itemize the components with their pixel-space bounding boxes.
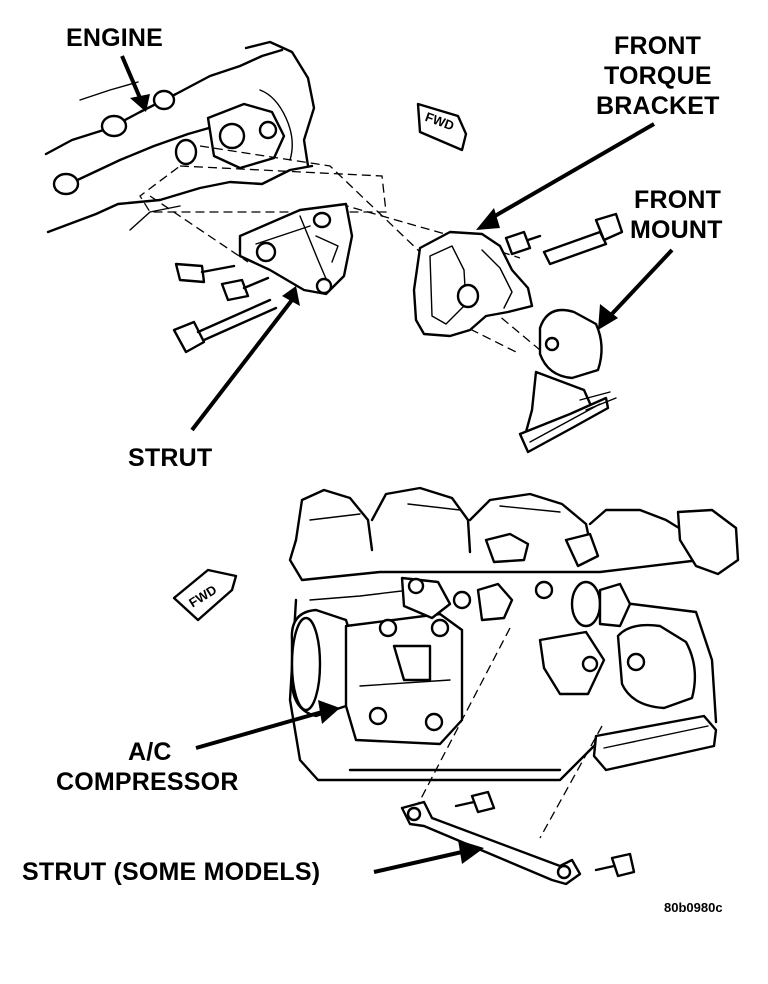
label-engine: ENGINE [66, 24, 163, 52]
engine-leader [120, 55, 150, 112]
top-exploded-view: FWD [44, 40, 674, 454]
label-ac-compressor-line1: A/C [128, 738, 172, 766]
label-front-torque-bracket-line3: BRACKET [596, 92, 720, 120]
front-mount [518, 308, 617, 454]
ac-compressor-leader [195, 700, 340, 750]
front-mount-leader [598, 248, 674, 330]
strut-guide-lines [413, 627, 603, 839]
intake-manifold [288, 486, 740, 582]
front-torque-bracket-leader [476, 122, 656, 230]
bolt-long-lower [172, 298, 278, 354]
strut-bracket-top [238, 202, 354, 296]
fwd-direction-icon-bottom: FWD [172, 568, 238, 622]
fwd-direction-icon-top: FWD [416, 102, 468, 152]
engine-block-outline [44, 40, 316, 234]
front-mount-installed [592, 623, 718, 772]
label-ac-compressor-line2: COMPRESSOR [56, 768, 239, 796]
bolt-torque-small [504, 230, 542, 256]
bolt-strut-upper [454, 790, 496, 814]
label-front-torque-bracket-line2: TORQUE [604, 62, 712, 90]
label-front-torque-bracket-line1: FRONT [614, 32, 701, 60]
front-torque-bracket [412, 230, 534, 338]
bracket-components [400, 576, 632, 696]
label-strut-some-models: STRUT (SOME MODELS) [22, 858, 320, 886]
strut-top-leader [190, 286, 300, 432]
bolt-middle-left [220, 276, 270, 302]
ac-compressor [290, 608, 464, 746]
figure-code: 80b0980c [664, 900, 723, 915]
label-front-mount-line1: FRONT [634, 186, 721, 214]
bolt-strut-lower [594, 852, 636, 878]
engine-block-lower [288, 589, 718, 782]
label-strut-top: STRUT [128, 444, 212, 472]
bolt-torque-long [542, 212, 624, 266]
bolt-upper-left [174, 262, 236, 284]
strut-some-models-leader [373, 840, 484, 874]
label-front-mount-line2: MOUNT [630, 216, 723, 244]
strut-some-models [400, 800, 582, 886]
bottom-installed-view: FWD [172, 486, 740, 886]
